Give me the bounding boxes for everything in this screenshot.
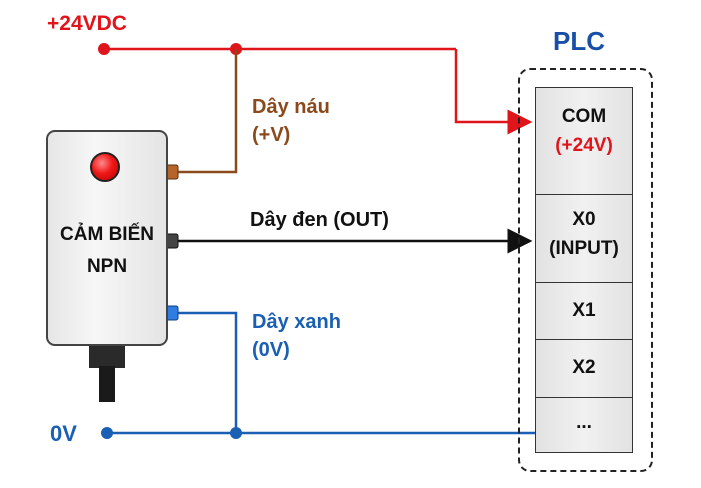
sensor-indicator-led — [90, 152, 120, 182]
brown-wire-label: Dây náu — [252, 96, 330, 118]
brown-wire-voltage-label: (+V) — [252, 124, 291, 146]
sensor-name-line2: NPN — [86, 256, 128, 277]
brown-wire — [176, 49, 238, 174]
blue-wire-label: Dây xanh — [252, 311, 341, 333]
com-feed-wire — [454, 49, 533, 135]
plc-title: PLC — [553, 26, 605, 56]
terminal-label: COM — [561, 106, 607, 127]
plc-terminal-x1: X1 — [536, 283, 632, 340]
terminal-label: X2 — [572, 357, 596, 378]
plc-terminal-column: COM (+24V) X0 (INPUT) X1 X2 ... — [535, 87, 633, 453]
plc-terminal-com: COM (+24V) — [536, 88, 632, 195]
terminal-label: ... — [576, 412, 592, 433]
terminal-label: X1 — [572, 300, 596, 321]
positive-terminal-dot — [98, 43, 110, 55]
ground-terminal-dot — [101, 427, 113, 439]
sensor-cable — [99, 366, 115, 402]
terminal-sublabel: (+24V) — [555, 135, 613, 156]
black-wire-label: Dây đen (OUT) — [250, 209, 389, 231]
positive-supply-label: +24VDC — [47, 12, 127, 35]
blue-wire-voltage-label: (0V) — [252, 339, 290, 361]
plc-terminal-x2: X2 — [536, 340, 632, 398]
terminal-sublabel: (INPUT) — [549, 238, 619, 259]
plc-frame — [518, 68, 653, 472]
terminal-label: X0 — [572, 209, 596, 230]
blue-wire — [176, 311, 238, 433]
plc-terminal-x0: X0 (INPUT) — [536, 195, 632, 283]
ground-junction-dot — [230, 427, 242, 439]
ground-supply-label: 0V — [50, 421, 77, 446]
plc-terminal-more: ... — [536, 398, 632, 451]
npn-sensor-body: CẢM BIẾN NPN — [46, 130, 168, 346]
sensor-name-line1: CẢM BIẾN — [60, 224, 154, 245]
sensor-cable-gland — [89, 346, 125, 368]
